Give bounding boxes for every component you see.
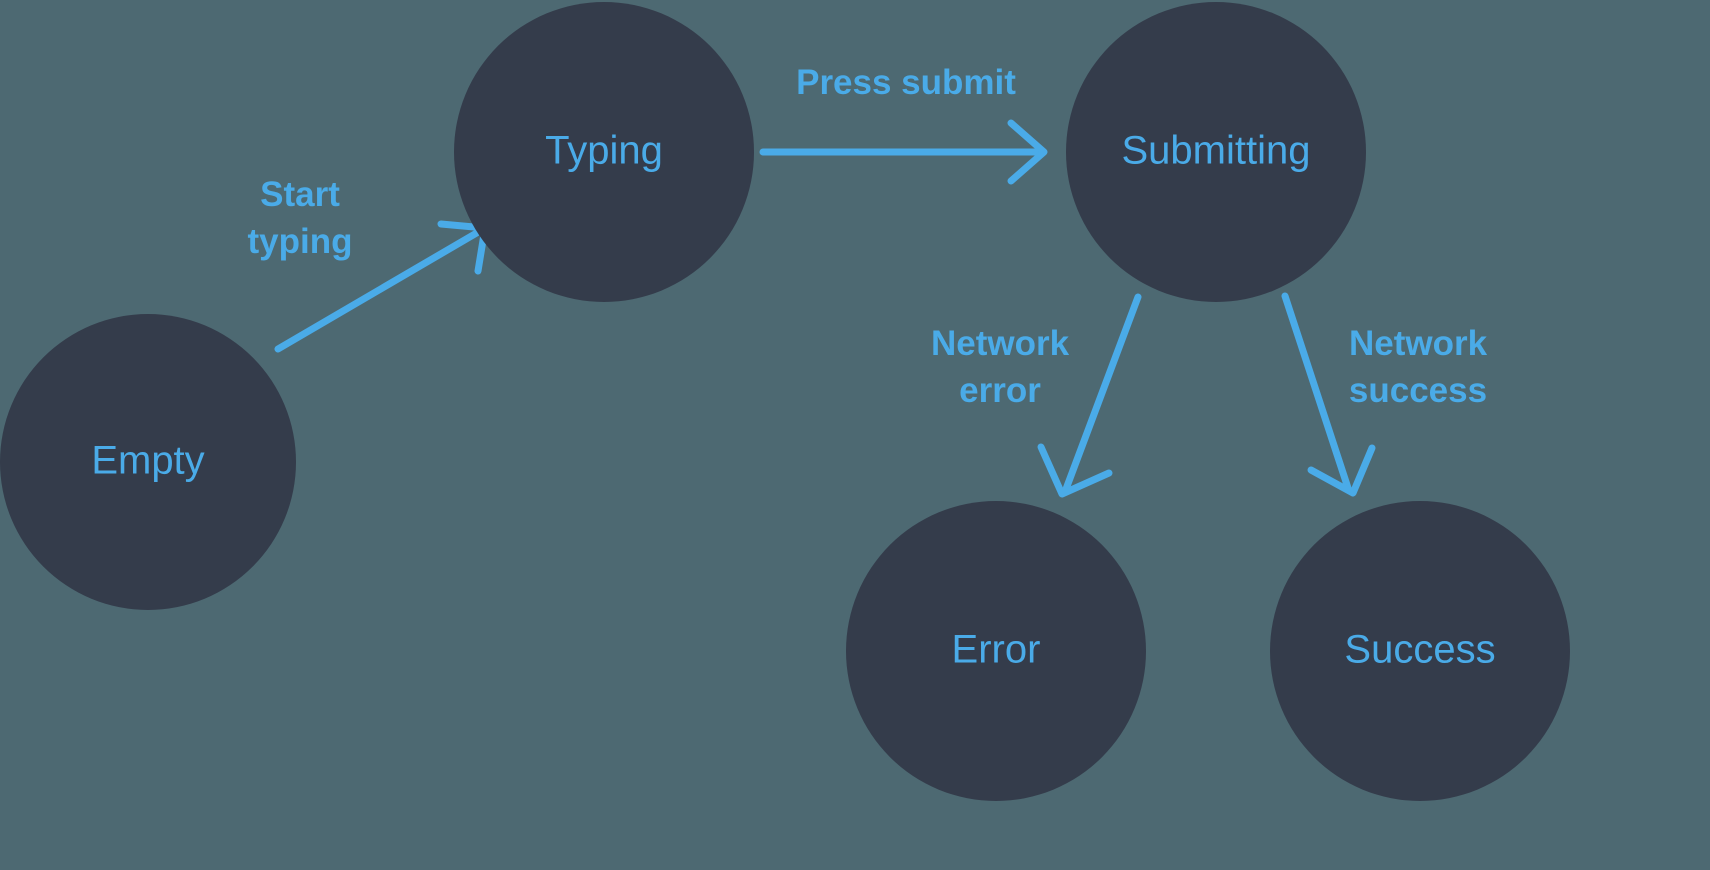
state-node-empty[interactable]: Empty bbox=[0, 314, 296, 610]
state-node-submitting[interactable]: Submitting bbox=[1066, 2, 1366, 302]
state-node-error[interactable]: Error bbox=[846, 501, 1146, 801]
edge-typing-to-submitting bbox=[759, 119, 1048, 185]
state-node-circle-submitting[interactable] bbox=[1066, 2, 1366, 302]
state-node-circle-success[interactable] bbox=[1270, 501, 1570, 801]
edge-submitting-to-error bbox=[1037, 293, 1142, 498]
edge-label-line: Start bbox=[260, 175, 340, 214]
edge-label-submitting-to-success: Network success bbox=[1349, 324, 1488, 410]
edge-submitting-to-success bbox=[1281, 292, 1376, 497]
edge-label-submitting-to-error: Network error bbox=[931, 324, 1070, 410]
edge-label-line: typing bbox=[248, 222, 353, 261]
edge-line-submitting-to-error bbox=[1062, 293, 1142, 493]
edge-label-line: success bbox=[1349, 371, 1487, 410]
state-node-circle-empty[interactable] bbox=[0, 314, 296, 610]
edge-label-line: error bbox=[959, 371, 1041, 410]
state-node-label-success: Success bbox=[1344, 628, 1495, 672]
state-node-label-empty: Empty bbox=[91, 439, 204, 483]
state-node-success[interactable]: Success bbox=[1270, 501, 1570, 801]
state-node-circle-error[interactable] bbox=[846, 501, 1146, 801]
edge-label-line: Press submit bbox=[796, 63, 1016, 102]
state-node-label-typing: Typing bbox=[545, 129, 663, 173]
edge-label-line: Network bbox=[931, 324, 1070, 363]
edge-label-line: Network bbox=[1349, 324, 1488, 363]
edge-label-typing-to-submitting: Press submit bbox=[796, 63, 1016, 102]
edge-line-empty-to-typing bbox=[274, 227, 484, 353]
state-node-label-submitting: Submitting bbox=[1122, 129, 1311, 173]
arrowhead-icon-typing-to-submitting bbox=[1007, 119, 1048, 185]
edge-line-submitting-to-success bbox=[1281, 292, 1352, 492]
state-node-circle-typing[interactable] bbox=[454, 2, 754, 302]
arrowhead-icon-submitting-to-success bbox=[1307, 444, 1376, 497]
state-node-typing[interactable]: Typing bbox=[454, 2, 754, 302]
arrowhead-icon-submitting-to-error bbox=[1037, 443, 1113, 498]
edges-layer bbox=[274, 119, 1376, 498]
edge-label-empty-to-typing: Start typing bbox=[248, 175, 353, 261]
state-node-label-error: Error bbox=[952, 628, 1041, 672]
